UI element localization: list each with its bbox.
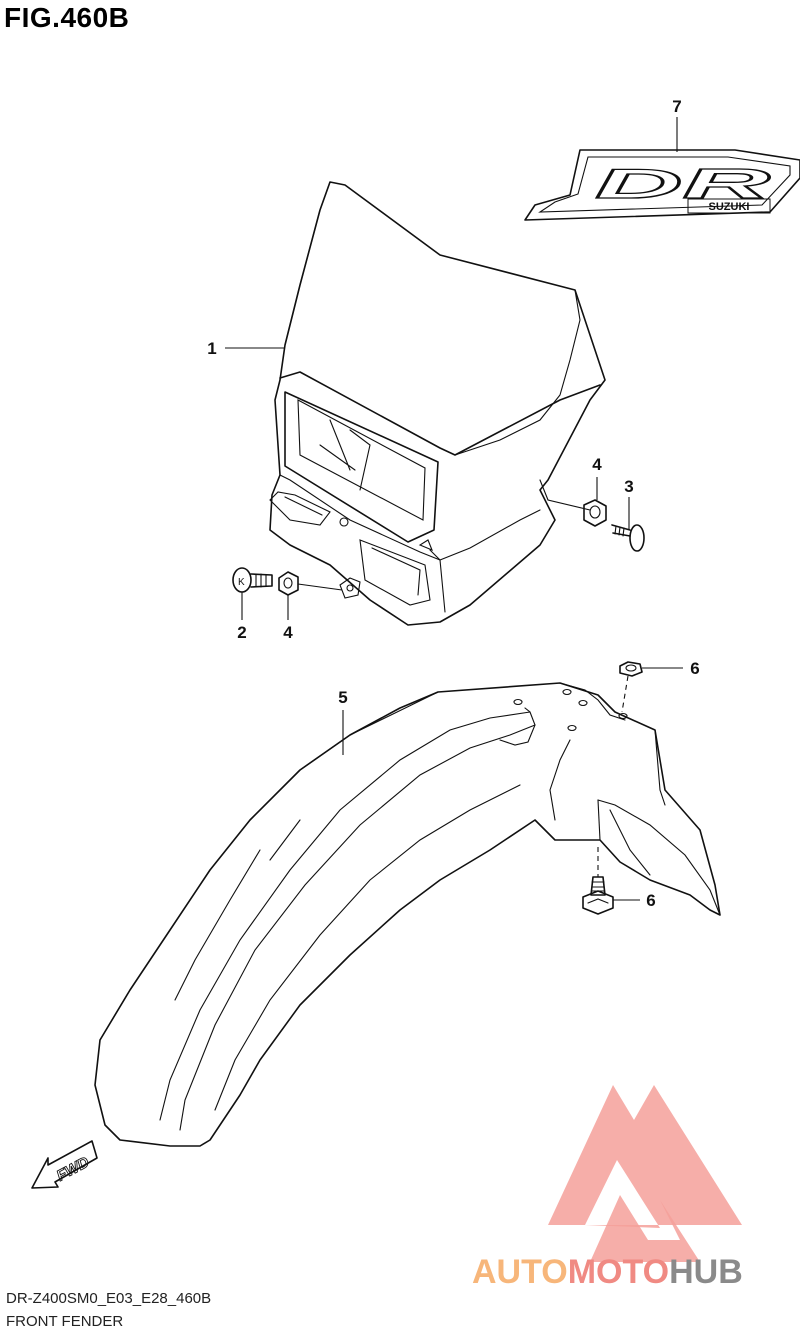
bolt-head-mark: K <box>238 577 245 588</box>
callout-1: 1 <box>207 339 216 358</box>
part-5-front-fender <box>94 682 721 1147</box>
callout-7: 6 <box>690 659 699 678</box>
watermark-text-auto: AUTO <box>472 1253 568 1291</box>
figure-title: FIG.460B <box>4 2 130 33</box>
emblem-dr-letters: DR <box>595 160 772 207</box>
watermark-logo: AUTOMOTOHUB <box>472 1085 743 1291</box>
callout-6: 6 <box>646 891 655 910</box>
part-7-clip-nut <box>619 661 683 713</box>
part-3-screw <box>611 497 645 552</box>
callout-3: 3 <box>624 477 633 496</box>
part-4-grommet-right <box>583 477 607 527</box>
watermark-text-hub: HUB <box>669 1253 743 1291</box>
callout-8: 7 <box>672 97 681 116</box>
section-name: FRONT FENDER <box>6 1313 124 1330</box>
part-2-bolt: K <box>232 567 273 620</box>
model-code: DR-Z400SM0_E03_E28_460B <box>6 1290 212 1307</box>
part-8-emblem: DR SUZUKI <box>524 117 800 221</box>
callout-4-left: 4 <box>283 623 293 642</box>
part-1-headlight-cowl <box>225 181 606 626</box>
part-4-grommet-left <box>278 571 343 620</box>
callout-4-right: 4 <box>592 455 602 474</box>
fwd-arrow-icon: FWD <box>31 1140 98 1189</box>
emblem-suzuki-text: SUZUKI <box>709 201 750 213</box>
watermark-text-moto: MOTO <box>568 1253 669 1291</box>
callout-2: 2 <box>237 623 246 642</box>
svg-text:AUTOMOTOHUB: AUTOMOTOHUB <box>472 1253 743 1291</box>
callout-5: 5 <box>338 688 347 707</box>
part-6-flange-bolt <box>582 847 640 915</box>
watermark-triangle <box>548 1085 742 1228</box>
watermark-inner-triangle <box>590 1195 700 1262</box>
